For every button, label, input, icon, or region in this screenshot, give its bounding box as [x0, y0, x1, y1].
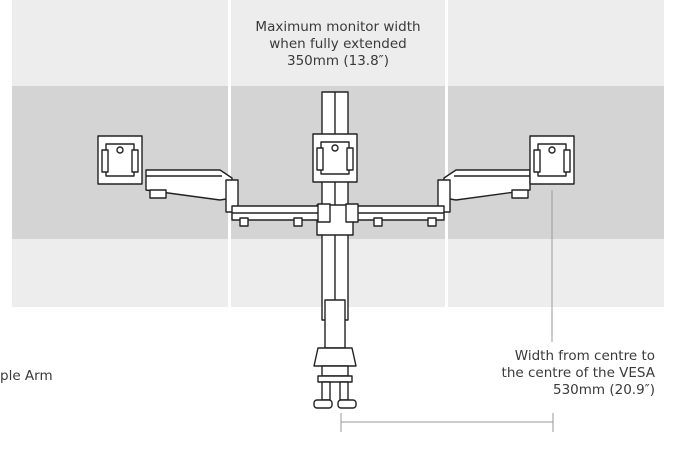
panel-band-top — [448, 0, 664, 86]
annotation-line: 350mm (13.8″) — [287, 53, 389, 69]
vesa-plate-center — [312, 133, 358, 183]
vesa-plate-right — [529, 135, 575, 185]
annotation-line: when fully extended — [269, 36, 407, 52]
left-arm — [145, 169, 331, 227]
panel-band-top — [12, 0, 228, 86]
panel-band-bottom — [448, 239, 664, 307]
max-width-annotation: Maximum monitor width when fully extende… — [230, 19, 446, 70]
panel-band-bottom — [12, 239, 228, 307]
vesa-width-annotation: Width from centre to the centre of the V… — [502, 348, 655, 399]
annotation-line: Width from centre to — [514, 348, 655, 364]
annotation-line: 530mm (20.9″) — [553, 382, 655, 398]
annotation-line: Maximum monitor width — [255, 19, 421, 35]
annotation-line: the centre of the VESA — [501, 365, 655, 381]
desk-clamp — [313, 347, 357, 409]
monitor-panel-right — [448, 0, 664, 307]
right-arm — [345, 169, 531, 227]
panel-band-top — [231, 0, 445, 86]
vesa-plate-left — [97, 135, 143, 185]
cut-off-caption: ple Arm — [0, 368, 53, 384]
